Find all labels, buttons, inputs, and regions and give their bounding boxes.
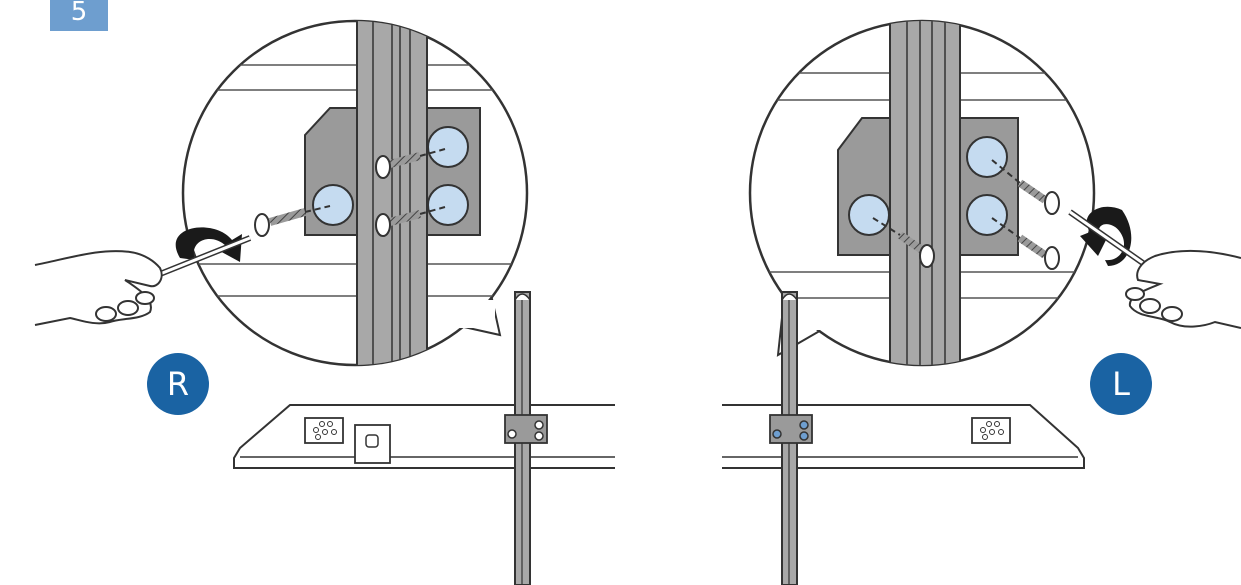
screw-icon (375, 148, 446, 179)
screw-icon (872, 217, 935, 268)
screw-icon (375, 206, 446, 237)
magnifier-right-side (34, 19, 529, 367)
screwdriver-icon (1068, 209, 1152, 271)
tv-bottom-view-right (233, 291, 615, 585)
screw-icon (991, 217, 1060, 270)
screwdriver-icon (148, 235, 252, 281)
rotation-arrow-icon (175, 227, 242, 262)
tv-bottom-view-left (722, 291, 1085, 585)
screw-icon (991, 159, 1060, 215)
magnifier-left-side (748, 19, 1241, 367)
side-badge-right: R (147, 353, 209, 415)
step-number-badge: 5 (50, 0, 108, 31)
hand-icon (34, 250, 163, 326)
side-badge-left: L (1090, 353, 1152, 415)
hand-icon (1125, 249, 1241, 329)
screw-icon (254, 205, 331, 237)
